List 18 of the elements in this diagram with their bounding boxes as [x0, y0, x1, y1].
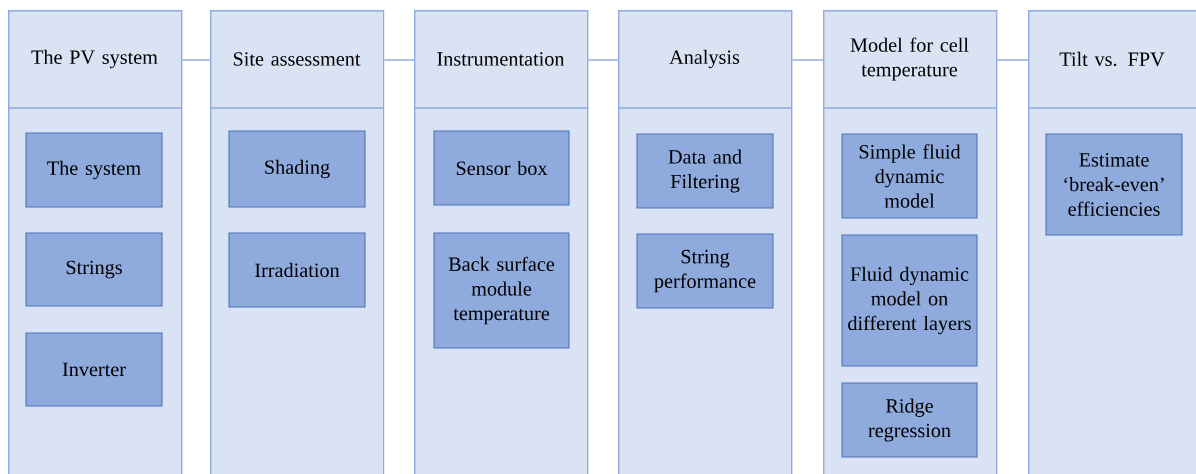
process-box: Estimate ‘break-even’ efficiencies	[1045, 133, 1183, 236]
process-box: Data and Filtering	[636, 133, 774, 209]
connector-line	[996, 59, 1029, 61]
process-box: The system	[25, 132, 163, 208]
connector-line	[383, 59, 415, 61]
process-box: Fluid dynamic model on different layers	[841, 234, 978, 367]
process-box: Shading	[228, 130, 366, 208]
process-box: Ridge regression	[841, 382, 978, 458]
process-box: String performance	[636, 233, 774, 309]
process-box: Irradiation	[228, 232, 366, 308]
process-box: Strings	[25, 232, 163, 307]
connector-line	[181, 59, 211, 61]
process-box: Sensor box	[433, 130, 570, 206]
connector-line	[791, 59, 824, 61]
process-box: Simple fluid dynamic model	[841, 133, 978, 219]
process-box: Back surface module temperature	[433, 232, 570, 349]
connector-line	[587, 59, 619, 61]
process-box: Inverter	[25, 332, 163, 407]
